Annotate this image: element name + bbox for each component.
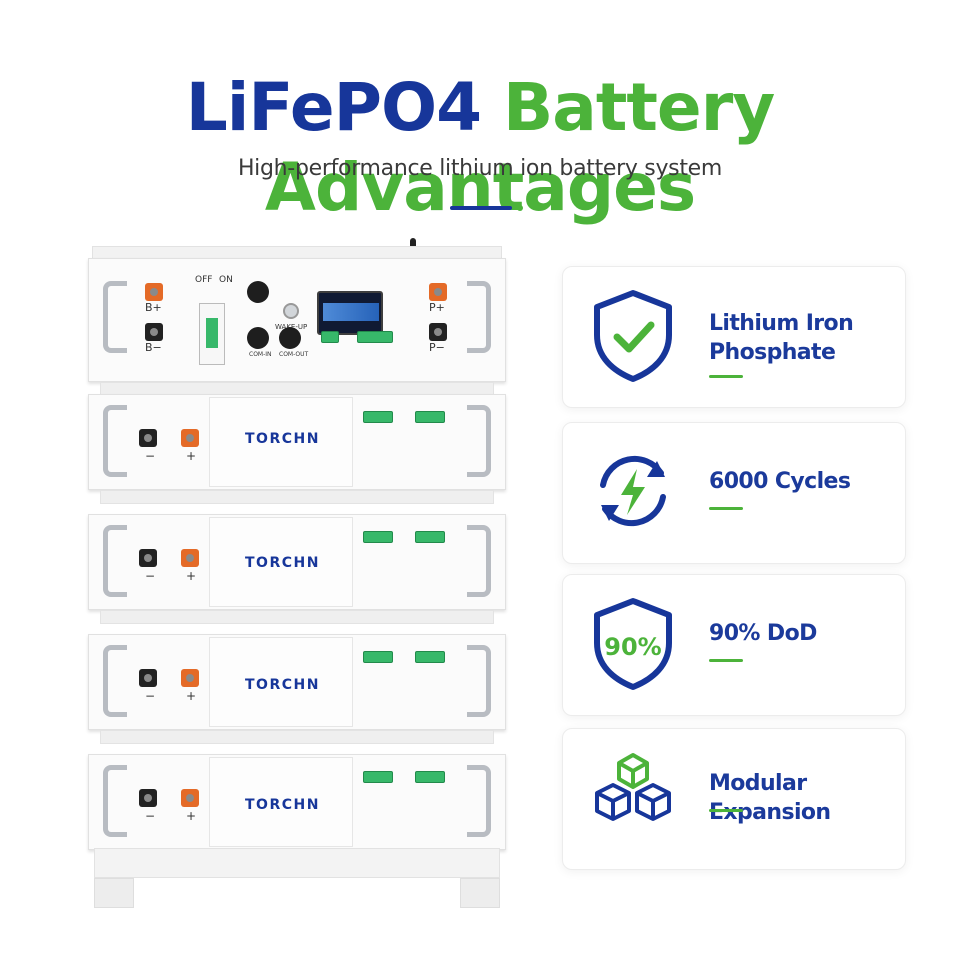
- b-minus-label: B−: [145, 341, 162, 354]
- brand-logo: TORCHN: [245, 797, 320, 813]
- plus-sign: +: [186, 449, 197, 463]
- feature-label: Modular Expansion: [709, 771, 831, 825]
- negative-terminal: [139, 549, 157, 567]
- feature-label: 90% DoD: [709, 621, 817, 646]
- battery-module: − + TORCHN: [88, 394, 506, 490]
- p-minus-label: P−: [429, 341, 445, 354]
- battery-module: − + TORCHN: [88, 754, 506, 850]
- page-subtitle: High-performance lithium ion battery sys…: [237, 156, 723, 181]
- handle-left: [103, 525, 127, 597]
- battery-module: − + TORCHN: [88, 634, 506, 730]
- port-top: [247, 281, 269, 303]
- cycle-lightning-icon: [600, 455, 666, 527]
- green-connector: [415, 411, 445, 423]
- battery-stack-image: B+ B− OFF ON WAKE-UP COM-IN COM-OUT P+ P…: [88, 238, 506, 910]
- negative-terminal: [139, 669, 157, 687]
- feature-underline: [709, 507, 743, 510]
- handle-right: [467, 645, 491, 717]
- rack-base: [94, 848, 500, 878]
- p-minus-terminal: [429, 323, 447, 341]
- bms-module: B+ B− OFF ON WAKE-UP COM-IN COM-OUT P+ P…: [88, 258, 506, 382]
- wake-up-button: [283, 303, 299, 319]
- shield-check-icon: [594, 290, 672, 382]
- front-cover: [209, 637, 353, 727]
- handle-left: [103, 765, 127, 837]
- green-connector: [363, 531, 393, 543]
- front-cover: [209, 397, 353, 487]
- b-plus-terminal: [145, 283, 163, 301]
- p-plus-label: P+: [429, 301, 445, 314]
- green-connector: [321, 331, 339, 343]
- rack-rail: [100, 730, 494, 744]
- positive-terminal: [181, 789, 199, 807]
- rack-rail: [100, 610, 494, 624]
- rack-foot: [460, 878, 500, 908]
- handle-left: [103, 281, 127, 353]
- green-connector: [415, 531, 445, 543]
- handle-right: [467, 525, 491, 597]
- feature-card-dod: 90% 90% DoD: [562, 574, 906, 716]
- handle-right: [467, 765, 491, 837]
- negative-terminal: [139, 429, 157, 447]
- plus-sign: +: [186, 689, 197, 703]
- breaker-off-label: OFF: [195, 275, 213, 285]
- green-connector: [415, 651, 445, 663]
- feature-underline: [709, 809, 743, 812]
- shield-90-icon: 90%: [594, 598, 672, 690]
- feature-card-modular: Modular Expansion: [562, 728, 906, 870]
- front-cover: [209, 757, 353, 847]
- bms-display: [317, 291, 383, 335]
- brand-logo: TORCHN: [245, 431, 320, 447]
- positive-terminal: [181, 669, 199, 687]
- feature-label: Lithium Iron Phosphate: [709, 311, 854, 365]
- b-plus-label: B+: [145, 301, 162, 314]
- page-title: LiFePO4 Battery Advantages: [0, 68, 960, 228]
- green-connector: [357, 331, 393, 343]
- feature-card-lifepo4: Lithium Iron Phosphate: [562, 266, 906, 408]
- handle-right: [467, 405, 491, 477]
- brand-logo: TORCHN: [245, 677, 320, 693]
- com-in-port: [247, 327, 269, 349]
- com-out-label: COM-OUT: [279, 351, 309, 358]
- brand-logo: TORCHN: [245, 555, 320, 571]
- green-connector: [415, 771, 445, 783]
- title-divider: [450, 206, 512, 210]
- minus-sign: −: [145, 689, 156, 703]
- handle-left: [103, 645, 127, 717]
- positive-terminal: [181, 549, 199, 567]
- green-connector: [363, 771, 393, 783]
- front-cover: [209, 517, 353, 607]
- b-minus-terminal: [145, 323, 163, 341]
- handle-left: [103, 405, 127, 477]
- positive-terminal: [181, 429, 199, 447]
- feature-underline: [709, 659, 743, 662]
- circuit-breaker: [199, 303, 225, 365]
- rack-foot: [94, 878, 134, 908]
- breaker-on-label: ON: [219, 275, 233, 285]
- p-plus-terminal: [429, 283, 447, 301]
- minus-sign: −: [145, 569, 156, 583]
- green-connector: [363, 411, 393, 423]
- stacked-cubes-icon: [595, 753, 671, 821]
- rack-rail: [100, 490, 494, 504]
- plus-sign: +: [186, 809, 197, 823]
- com-out-port: [279, 327, 301, 349]
- com-in-label: COM-IN: [249, 351, 272, 358]
- feature-label: 6000 Cycles: [709, 469, 851, 494]
- plus-sign: +: [186, 569, 197, 583]
- title-part-2: Battery Advantages: [264, 69, 775, 226]
- negative-terminal: [139, 789, 157, 807]
- feature-card-cycles: 6000 Cycles: [562, 422, 906, 564]
- title-part-1: LiFePO4: [185, 69, 482, 146]
- handle-right: [467, 281, 491, 353]
- green-connector: [363, 651, 393, 663]
- minus-sign: −: [145, 449, 156, 463]
- feature-underline: [709, 375, 743, 378]
- minus-sign: −: [145, 809, 156, 823]
- shield-90-text: 90%: [604, 633, 661, 661]
- battery-module: − + TORCHN: [88, 514, 506, 610]
- title-divider-dot: [517, 205, 523, 211]
